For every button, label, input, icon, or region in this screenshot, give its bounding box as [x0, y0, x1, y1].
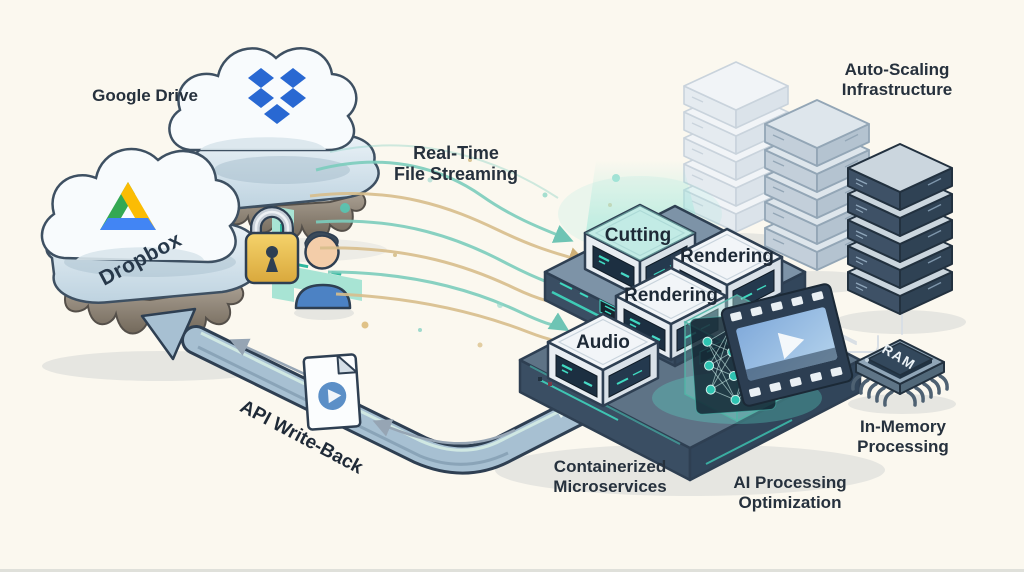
google-drive-logo-icon: [100, 182, 156, 230]
server-stack-dark: [847, 143, 953, 315]
ai-processing-cube: [683, 283, 854, 423]
play-icon: [327, 389, 342, 404]
service-boxes: [546, 203, 784, 408]
bottom-edge-strip: [0, 569, 1024, 572]
video-file-icon: [302, 353, 362, 431]
dropbox-logo-icon: [248, 68, 306, 124]
pipe-arrowhead: [140, 307, 197, 361]
user-avatar: [294, 231, 352, 310]
play-icon: [777, 332, 805, 360]
film-strip-icon: [720, 283, 854, 407]
padlock-icon: [244, 206, 300, 285]
ram-chip-icon: [851, 339, 949, 407]
cloud-island-left: [40, 147, 263, 338]
